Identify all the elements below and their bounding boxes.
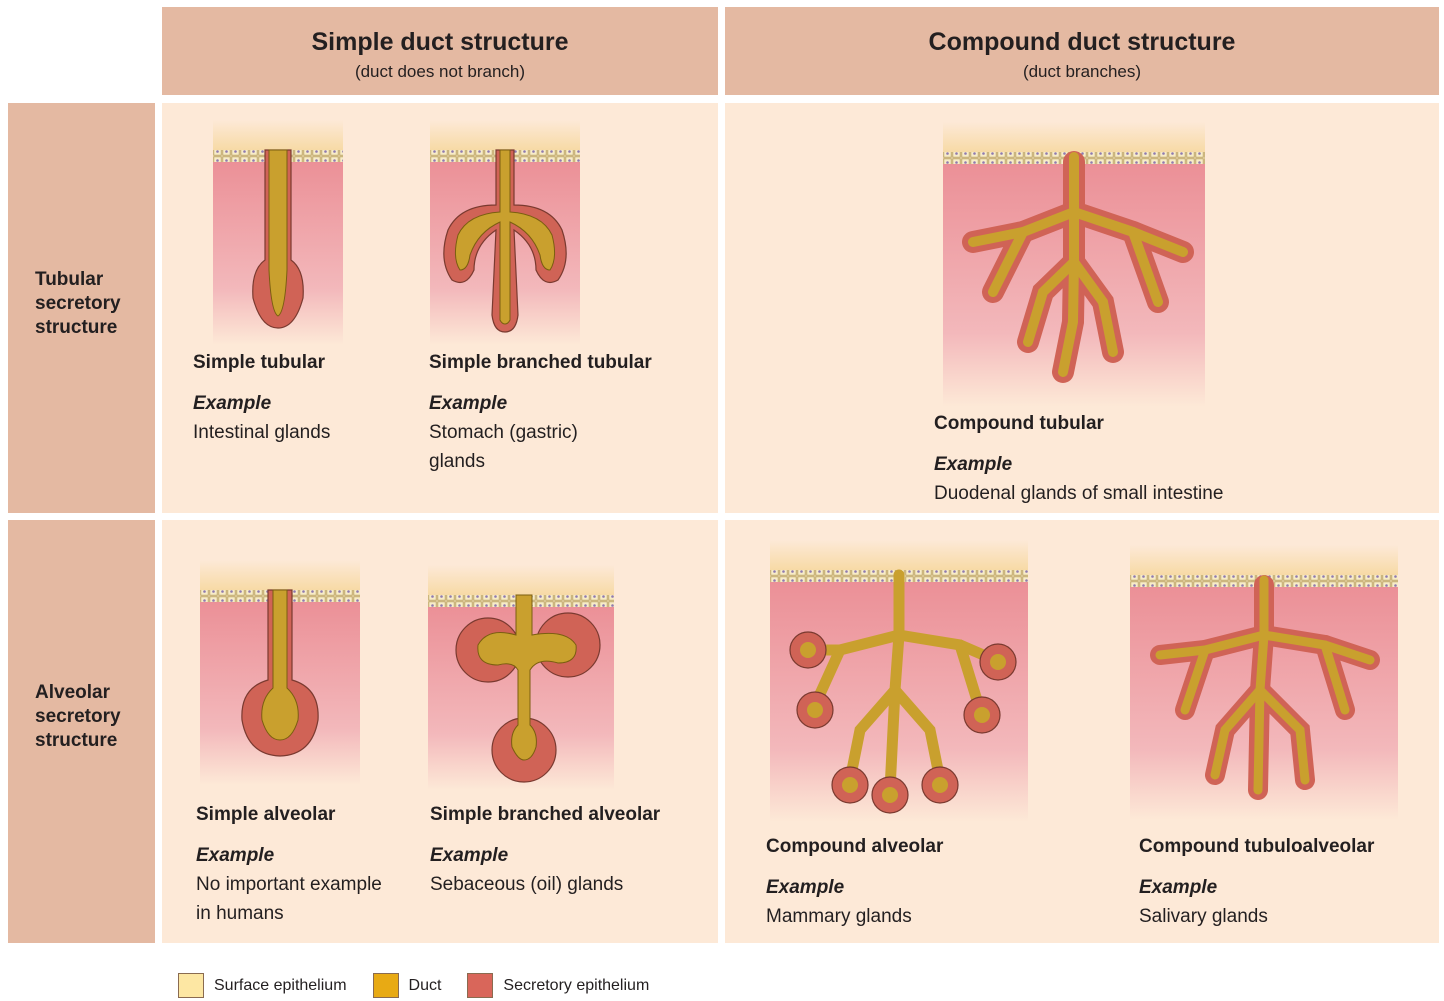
caption-simple-branched-alveolar: Simple branched alveolar Example Sebaceo… bbox=[430, 800, 660, 899]
row-header-tubular: Tubular secretory structure bbox=[8, 103, 155, 513]
header-simple-subtitle: (duct does not branch) bbox=[162, 62, 718, 82]
header-compound-title: Compound duct structure bbox=[725, 28, 1439, 57]
simple-alveolar-illustration bbox=[200, 560, 360, 785]
example-text: Stomach (gastric) glands bbox=[429, 418, 652, 476]
header-simple-duct: Simple duct structure (duct does not bra… bbox=[162, 7, 718, 95]
simple-branched-tubular-illustration bbox=[430, 120, 580, 345]
header-compound-duct: Compound duct structure (duct branches) bbox=[725, 7, 1439, 95]
caption-compound-tubuloalveolar: Compound tubuloalveolar Example Salivary… bbox=[1139, 832, 1374, 931]
legend-item-duct: Duct bbox=[373, 973, 442, 998]
header-simple-title: Simple duct structure bbox=[162, 28, 718, 57]
simple-branched-alveolar-illustration bbox=[428, 565, 614, 790]
legend-label: Surface epithelium bbox=[214, 977, 347, 995]
legend-label: Secretory epithelium bbox=[503, 977, 649, 995]
gland-name: Compound alveolar bbox=[766, 832, 943, 861]
caption-simple-branched-tubular: Simple branched tubular Example Stomach … bbox=[429, 348, 652, 476]
example-text: Sebaceous (oil) glands bbox=[430, 870, 660, 899]
compound-tubular-illustration bbox=[943, 122, 1205, 407]
legend-label: Duct bbox=[409, 977, 442, 995]
example-text: Mammary glands bbox=[766, 902, 943, 931]
gland-name: Simple branched alveolar bbox=[430, 800, 660, 829]
example-label: Example bbox=[193, 389, 330, 418]
caption-simple-alveolar: Simple alveolar Example No important exa… bbox=[196, 800, 382, 928]
legend-swatch bbox=[373, 973, 399, 998]
example-label: Example bbox=[196, 841, 382, 870]
compound-tubuloalveolar-illustration bbox=[1130, 545, 1398, 820]
gland-name: Compound tubuloalveolar bbox=[1139, 832, 1374, 861]
compound-alveolar-illustration bbox=[770, 540, 1028, 822]
example-label: Example bbox=[934, 450, 1223, 479]
caption-compound-alveolar: Compound alveolar Example Mammary glands bbox=[766, 832, 943, 931]
gland-name: Simple branched tubular bbox=[429, 348, 652, 377]
header-compound-subtitle: (duct branches) bbox=[725, 62, 1439, 82]
legend-item-secretory-epithelium: Secretory epithelium bbox=[467, 973, 649, 998]
caption-simple-tubular: Simple tubular Example Intestinal glands bbox=[193, 348, 330, 447]
legend-item-surface-epithelium: Surface epithelium bbox=[178, 973, 347, 998]
example-text: Duodenal glands of small intestine bbox=[934, 479, 1223, 508]
legend-swatch bbox=[467, 973, 493, 998]
caption-compound-tubular: Compound tubular Example Duodenal glands… bbox=[934, 409, 1223, 508]
example-text: Salivary glands bbox=[1139, 902, 1374, 931]
example-text: No important example in humans bbox=[196, 870, 382, 928]
example-label: Example bbox=[430, 841, 660, 870]
legend-swatch bbox=[178, 973, 204, 998]
row-alveolar-label: Alveolar secretory structure bbox=[35, 681, 121, 753]
row-tubular-label: Tubular secretory structure bbox=[35, 268, 121, 340]
simple-tubular-illustration bbox=[213, 120, 343, 345]
gland-name: Simple tubular bbox=[193, 348, 330, 377]
row-header-alveolar: Alveolar secretory structure bbox=[8, 520, 155, 943]
example-text: Intestinal glands bbox=[193, 418, 330, 447]
gland-name: Compound tubular bbox=[934, 409, 1223, 438]
legend: Surface epithelium Duct Secretory epithe… bbox=[178, 973, 675, 998]
gland-name: Simple alveolar bbox=[196, 800, 382, 829]
example-label: Example bbox=[429, 389, 652, 418]
example-label: Example bbox=[1139, 873, 1374, 902]
example-label: Example bbox=[766, 873, 943, 902]
